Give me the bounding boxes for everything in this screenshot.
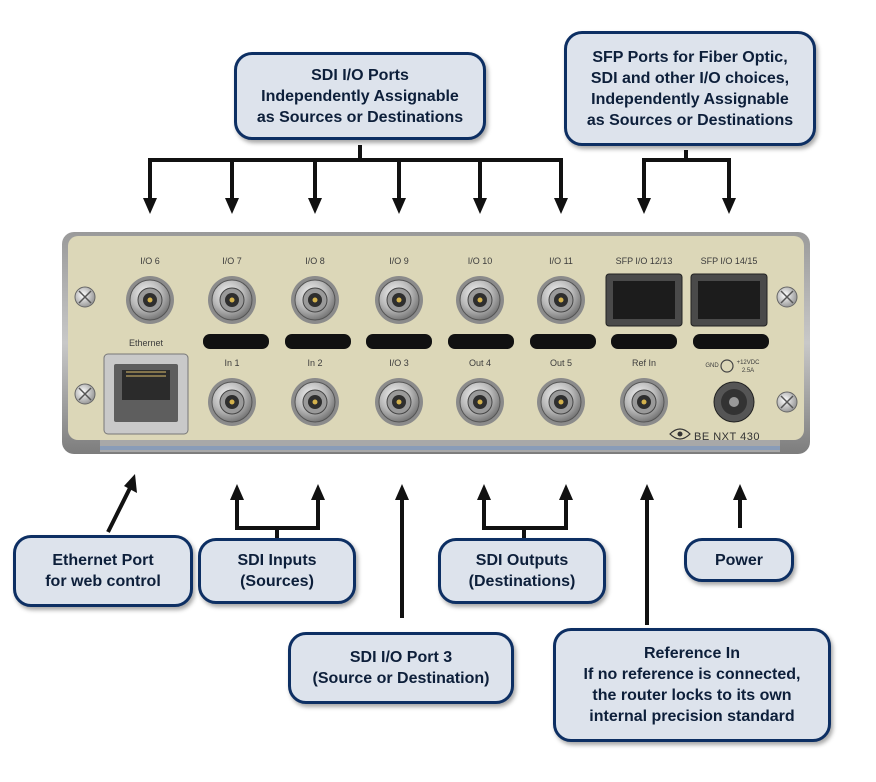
port-label: I/O 6 — [140, 256, 160, 266]
bnc-connector-icon — [375, 276, 423, 324]
port-label: I/O 7 — [222, 256, 242, 266]
arrow-down-icon — [554, 198, 568, 214]
callout-line: Independently Assignable — [261, 87, 459, 105]
callout-sdi-outputs: SDI Outputs (Destinations) — [438, 538, 606, 604]
power-label: 2.5A — [742, 368, 754, 374]
port-label: Ref In — [632, 358, 656, 368]
eye-logo-icon — [669, 428, 691, 440]
panel-labels: I/O 6 I/O 7 I/O 8 I/O 9 I/O 10 I/O 11 SF… — [129, 256, 760, 443]
arrow-down-icon — [225, 198, 239, 214]
arrow-up-icon — [311, 484, 325, 500]
port-label: SFP I/O 14/15 — [701, 256, 758, 266]
callout-line: the router locks to its own — [592, 687, 792, 704]
callout-line: (Source or Destination) — [312, 670, 490, 687]
port-label: I/O 11 — [549, 256, 573, 266]
callout-ethernet-port: Ethernet Port for web control — [13, 535, 193, 607]
callout-line: SDI and other I/O choices, — [590, 69, 790, 87]
callout-line: SDI Outputs — [475, 552, 569, 569]
polarity-icon — [720, 359, 734, 373]
bnc-connectors-bottom — [208, 378, 668, 426]
arrow-up-icon — [395, 484, 409, 500]
inputs-bracket — [235, 500, 320, 530]
callout-line: Independently Assignable — [591, 90, 789, 108]
arrow-up-icon — [477, 484, 491, 500]
port-label: Out 4 — [469, 358, 491, 368]
callout-line: If no reference is connected, — [583, 666, 801, 683]
port-label: Out 5 — [550, 358, 572, 368]
bnc-connector-icon — [456, 378, 504, 426]
power-label: +12VDC — [737, 360, 761, 366]
callout-line: SDI I/O Ports — [311, 66, 409, 84]
bnc-connector-icon — [456, 276, 504, 324]
port-label: In 2 — [307, 358, 322, 368]
callout-reference-in: Reference In If no reference is connecte… — [553, 628, 831, 742]
callout-line: internal precision standard — [589, 708, 795, 725]
callout-line: SDI Inputs — [237, 552, 317, 569]
bnc-connector-icon — [291, 276, 339, 324]
arrow-down-icon — [722, 198, 736, 214]
arrow-down-icon — [308, 198, 322, 214]
arrow-down-icon — [143, 198, 157, 214]
callout-line: (Sources) — [240, 573, 314, 590]
callout-line: Ethernet Port — [52, 552, 154, 569]
arrow-up-icon — [559, 484, 573, 500]
callout-sfp-ports: SFP Ports for Fiber Optic, SDI and other… — [564, 31, 816, 146]
callout-line: as Sources or Destinations — [586, 111, 794, 129]
port-label: I/O 10 — [468, 256, 493, 266]
arrow-up-icon — [230, 484, 244, 500]
callout-line: (Destinations) — [468, 573, 576, 590]
outputs-bracket — [482, 500, 568, 530]
bnc-connector-icon — [208, 276, 256, 324]
callout-sdi-io-ports: SDI I/O Ports Independently Assignable a… — [234, 52, 486, 140]
arrow-down-icon — [473, 198, 487, 214]
bnc-connector-icon — [537, 378, 585, 426]
label-slots — [203, 334, 769, 349]
bnc-connector-icon — [291, 378, 339, 426]
arrow-up-icon — [640, 484, 654, 500]
callout-line: as Sources or Destinations — [256, 108, 464, 126]
arrow-down-icon — [637, 198, 651, 214]
port-label: I/O 3 — [389, 358, 409, 368]
callout-line: Power — [714, 551, 763, 569]
bnc-connectors-top — [126, 276, 585, 324]
arrow-up-icon — [733, 484, 747, 500]
ethernet-port — [103, 353, 189, 435]
callout-line: SDI I/O Port 3 — [349, 649, 453, 666]
port-label: I/O 9 — [389, 256, 409, 266]
arrow-down-icon — [392, 198, 406, 214]
top-bracket — [148, 158, 563, 198]
bnc-connector-icon — [537, 276, 585, 324]
power-jack — [713, 359, 755, 423]
bnc-connector-icon — [208, 378, 256, 426]
callout-sdi-inputs: SDI Inputs (Sources) — [198, 538, 356, 604]
mount-screws — [74, 286, 798, 413]
power-label: GND — [705, 363, 719, 369]
arrow-up-icon — [124, 474, 137, 493]
bnc-connector-icon — [126, 276, 174, 324]
port-label: I/O 8 — [305, 256, 325, 266]
callout-line: for web control — [45, 573, 161, 590]
pointer-arrows — [106, 145, 742, 625]
port-label: Ethernet — [129, 338, 164, 348]
brand-label: BE NXT 430 — [694, 431, 760, 443]
sfp-cages — [605, 273, 768, 327]
callout-line: SFP Ports for Fiber Optic, — [592, 48, 788, 66]
bnc-connector-icon — [620, 378, 668, 426]
callout-line: Reference In — [643, 645, 741, 662]
bnc-connector-icon — [375, 378, 423, 426]
callout-sdi-io-port-3: SDI I/O Port 3 (Source or Destination) — [288, 632, 514, 704]
callout-power: Power — [684, 538, 794, 582]
port-label: In 1 — [224, 358, 239, 368]
port-label: SFP I/O 12/13 — [616, 256, 673, 266]
arrow-heads — [124, 198, 747, 500]
